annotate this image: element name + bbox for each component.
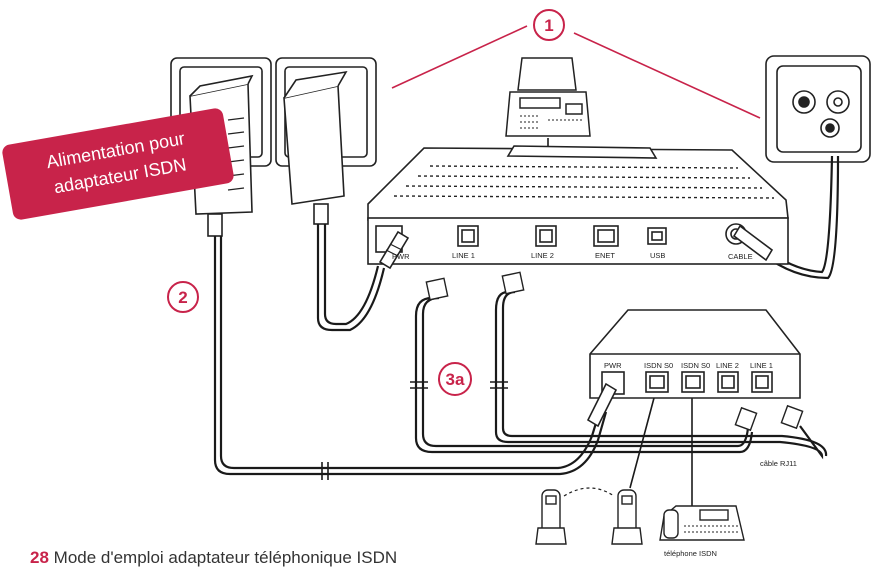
modem-label-usb: USB — [650, 251, 665, 260]
marker-3a-text: 3a — [446, 370, 465, 389]
marker-1: 1 — [533, 9, 565, 41]
dect-phone-right — [611, 489, 643, 545]
adapter-label-isdn-s0-a: ISDN S0 — [644, 361, 673, 370]
marker-2: 2 — [167, 281, 199, 313]
rj11-plug-line1 — [425, 277, 449, 301]
marker-3a: 3a — [438, 362, 472, 396]
adapter-power-plug — [586, 382, 618, 428]
adapter-label-line2: LINE 2 — [716, 361, 739, 370]
dect-link-arc — [563, 487, 615, 497]
antenna-plug — [732, 224, 774, 262]
rj11-plug-adapter-a — [734, 406, 758, 432]
marker-1-pointer-lines — [391, 25, 761, 119]
modem-label-cable: CABLE — [728, 252, 753, 261]
rj11-plug-adapter-b — [780, 404, 804, 430]
modem-label-pwr: PWR — [392, 252, 410, 261]
modem-label-line1: LINE 1 — [452, 251, 475, 260]
cable-modem — [367, 145, 789, 265]
antenna-wall-socket — [765, 55, 871, 163]
modem-label-enet: ENET — [595, 251, 615, 260]
figure-caption: 28 Mode d'emploi adaptateur téléphonique… — [0, 548, 872, 568]
isdn-phone-label: téléphone ISDN — [664, 549, 717, 558]
dect-phone-left — [535, 489, 567, 545]
adapter-label-isdn-s0-b: ISDN S0 — [681, 361, 710, 370]
isdn-power-callout: Alimentation pour adaptateur ISDN — [2, 108, 234, 220]
adapter-label-pwr: PWR — [604, 361, 622, 370]
modem-power-plug — [378, 230, 410, 270]
modem-power-adapter — [283, 70, 348, 225]
rj11-plug-line2 — [501, 271, 525, 295]
adapter-label-line1: LINE 1 — [750, 361, 773, 370]
isdn-adapter — [589, 309, 801, 399]
marker-2-text: 2 — [178, 288, 187, 307]
marker-1-text: 1 — [544, 16, 553, 35]
figure-number: 28 — [30, 548, 49, 567]
modem-label-line2: LINE 2 — [531, 251, 554, 260]
isdn-desk-phone — [659, 505, 745, 541]
cable-break-marks — [321, 381, 508, 480]
cable-rj11-label: câble RJ11 — [760, 459, 797, 468]
fax-machine — [505, 57, 591, 137]
figure-caption-text: Mode d'emploi adaptateur téléphonique IS… — [53, 548, 398, 567]
